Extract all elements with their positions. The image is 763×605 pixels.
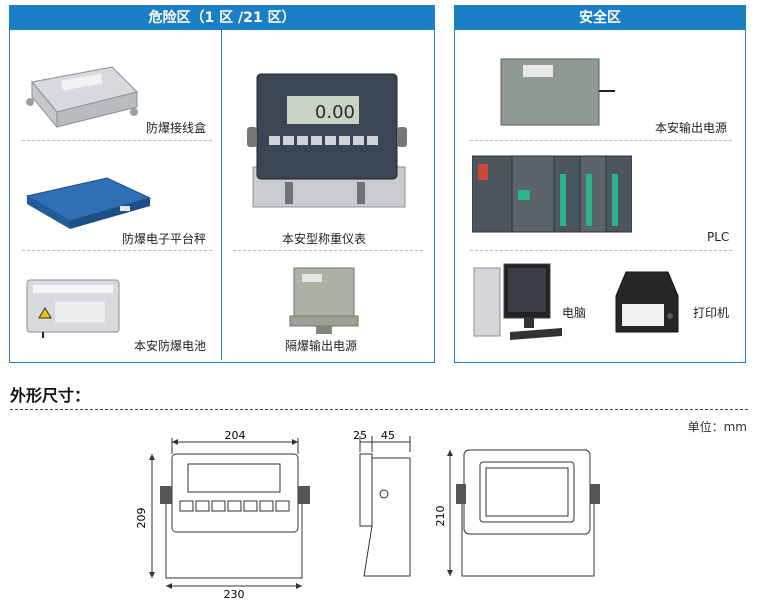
side-view-drawing: 25 45 <box>353 429 411 577</box>
section-divider <box>10 409 748 410</box>
side-depth-a-dim: 25 <box>353 429 367 442</box>
unit-label: 单位：mm <box>687 420 747 434</box>
row-divider <box>22 250 212 251</box>
junction-box-image <box>26 66 138 129</box>
plc-label: PLC <box>707 230 730 244</box>
row-divider <box>470 250 732 251</box>
row-divider <box>22 140 212 141</box>
front-width-bottom-dim: 230 <box>224 588 245 600</box>
battery-image <box>26 279 120 338</box>
computer-image <box>473 263 562 340</box>
is-power-supply-image <box>500 58 615 126</box>
flameproof-power-label: 隔爆输出电源 <box>285 339 358 353</box>
battery-label: 本安防爆电池 <box>134 339 207 353</box>
safe-zone-title: 安全区 <box>455 6 745 30</box>
back-view-drawing: 210 <box>434 449 600 577</box>
hazard-zone-title: 危险区（1 区 /21 区） <box>10 6 434 30</box>
front-view-drawing: 204 209 230 <box>136 429 310 600</box>
platform-scale-label: 防爆电子平台秤 <box>122 232 207 246</box>
indicator-display-value: 0.00 <box>315 102 355 123</box>
computer-label: 电脑 <box>562 306 587 320</box>
row-divider <box>233 250 423 251</box>
platform-scale-image <box>25 177 152 229</box>
weighing-indicator-image: 0.00 <box>247 73 407 208</box>
printer-image <box>615 271 679 333</box>
side-depth-b-dim: 45 <box>381 429 395 442</box>
front-width-top-dim: 204 <box>225 429 246 442</box>
is-power-supply-label: 本安输出电源 <box>655 121 728 135</box>
dimensions-section-title: 外形尺寸： <box>10 386 91 405</box>
plc-image <box>472 155 632 233</box>
printer-label: 打印机 <box>693 306 730 320</box>
front-height-dim: 209 <box>136 508 148 529</box>
back-height-dim: 210 <box>434 506 447 527</box>
junction-box-label: 防爆接线盒 <box>146 121 207 135</box>
hazard-column-divider <box>221 30 222 360</box>
row-divider <box>470 140 732 141</box>
weighing-indicator-label: 本安型称重仪表 <box>282 232 367 246</box>
flameproof-power-image <box>289 267 359 334</box>
